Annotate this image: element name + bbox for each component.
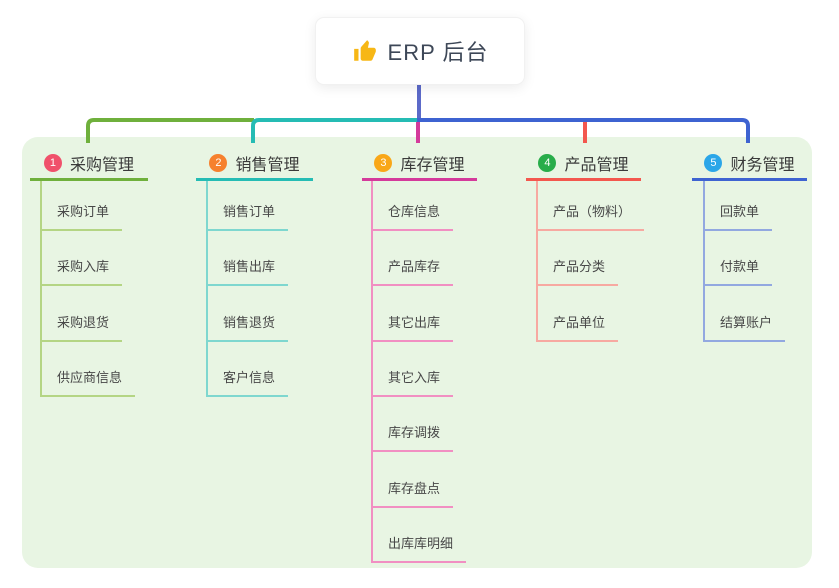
- root-node-label: ERP 后台: [387, 40, 489, 65]
- branch-title-label: 产品管理: [564, 157, 629, 174]
- branch-rail-line: [40, 181, 42, 397]
- child-node[interactable]: 产品库存: [371, 256, 454, 286]
- child-node[interactable]: 销售订单: [206, 201, 289, 231]
- child-node[interactable]: 销售退货: [206, 312, 289, 342]
- child-node[interactable]: 仓库信息: [371, 201, 454, 231]
- child-node[interactable]: 出库库明细: [371, 533, 467, 563]
- branch-title-1[interactable]: 1 采购管理: [30, 148, 148, 181]
- branches-panel: [22, 137, 812, 568]
- child-node[interactable]: 供应商信息: [40, 367, 136, 397]
- branch-title-label: 库存管理: [400, 157, 465, 174]
- child-node[interactable]: 其它入库: [371, 367, 454, 397]
- branch-rail-line: [703, 181, 705, 342]
- root-node[interactable]: ERP 后台: [315, 17, 525, 85]
- branch-number-badge: 1: [43, 154, 62, 172]
- child-node[interactable]: 产品分类: [536, 256, 619, 286]
- child-node[interactable]: 结算账户: [703, 312, 786, 342]
- child-node[interactable]: 产品单位: [536, 312, 619, 342]
- branch-title-label: 采购管理: [69, 157, 134, 174]
- child-node[interactable]: 销售出库: [206, 256, 289, 286]
- child-node[interactable]: 客户信息: [206, 367, 289, 397]
- child-node[interactable]: 库存盘点: [371, 478, 454, 508]
- branch-title-label: 财务管理: [730, 157, 795, 174]
- child-node[interactable]: 采购退货: [40, 312, 123, 342]
- branch-title-2[interactable]: 2 销售管理: [196, 148, 313, 181]
- branch-title-5[interactable]: 5 财务管理: [692, 148, 807, 181]
- child-node[interactable]: 付款单: [703, 256, 773, 286]
- thumbs-up-icon: [352, 38, 378, 64]
- child-node[interactable]: 库存调拨: [371, 422, 454, 452]
- branch-number-badge: 4: [538, 154, 557, 172]
- child-node[interactable]: 产品（物料）: [536, 201, 645, 231]
- child-node[interactable]: 其它出库: [371, 312, 454, 342]
- child-node[interactable]: 回款单: [703, 201, 773, 231]
- branch-number-badge: 5: [704, 154, 723, 172]
- branch-number-badge: 3: [374, 154, 393, 172]
- branch-rail-line: [371, 181, 373, 563]
- branch-title-3[interactable]: 3 库存管理: [362, 148, 477, 181]
- child-node[interactable]: 采购入库: [40, 256, 123, 286]
- branch-rail-line: [536, 181, 538, 342]
- branch-title-4[interactable]: 4 产品管理: [526, 148, 641, 181]
- child-node[interactable]: 采购订单: [40, 201, 123, 231]
- branch-number-badge: 2: [209, 154, 228, 172]
- branch-title-label: 销售管理: [235, 157, 300, 174]
- branch-rail-line: [206, 181, 208, 397]
